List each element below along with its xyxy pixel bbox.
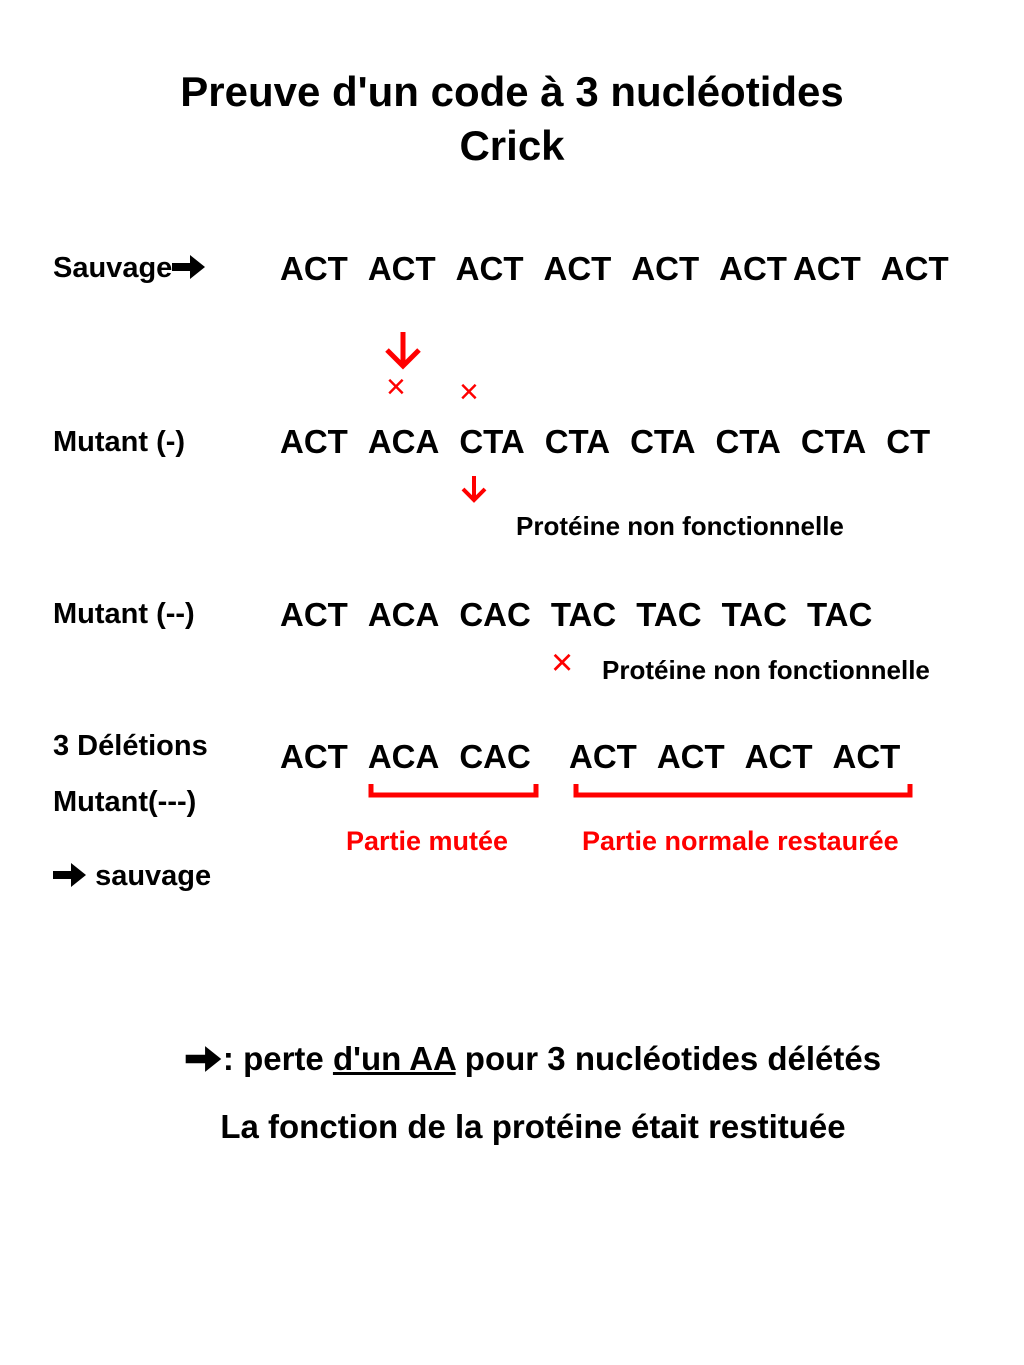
row-label-text: sauvage [95, 860, 212, 892]
codon: CAC [459, 596, 531, 633]
arrow-down-icon [461, 476, 487, 503]
page-title: Preuve d'un code à 3 nucléotides [180, 68, 844, 115]
codon: CTA [544, 423, 611, 460]
label-partie-restauree: Partie normale restaurée [582, 826, 899, 856]
sequence-mutant3-restored: ACT ACT ACT ACT [569, 738, 920, 776]
label-partie-mutee: Partie mutée [346, 826, 509, 856]
result-mutant2: Protéine non fonctionnelle [602, 655, 930, 685]
codon: ACT [880, 250, 949, 287]
bracket-restored [573, 784, 913, 798]
result-mutant1: Protéine non fonctionnelle [516, 511, 844, 541]
row-label-text: Sauvage [53, 252, 173, 284]
codon: ACT [280, 423, 348, 460]
conclusion-line2: La fonction de la protéine était restitu… [220, 1108, 846, 1145]
codon: CT [886, 423, 931, 460]
row-label-mutant2: Mutant (--) [53, 598, 195, 630]
deletion-mark: × [386, 368, 406, 406]
codon: TAC [636, 596, 702, 633]
sequence-mutant3-mutated: ACT ACA CAC [280, 738, 551, 776]
codon: ACT [280, 250, 348, 287]
arrow-right-icon [172, 255, 206, 279]
codon: CTA [630, 423, 696, 460]
codon: CTA [715, 423, 781, 460]
codon: CAC [459, 738, 531, 775]
codon: ACA [367, 596, 440, 633]
codon: ACA [367, 738, 440, 775]
page-subtitle: Crick [459, 122, 565, 169]
codon: ACA [367, 423, 440, 460]
sequence-mutant1: ACT ACA CTA CTA CTA CTA CTA CT [280, 423, 950, 461]
conclusion-prefix: : perte [222, 1040, 333, 1077]
arrow-down-icon [385, 332, 421, 370]
row-label-mutant3: Mutant(---) [53, 786, 197, 818]
codon: CTA [800, 423, 867, 460]
codon: ACT [832, 738, 901, 775]
row-label-mutant1: Mutant (-) [53, 426, 186, 458]
conclusion-underlined: d'un AA [332, 1040, 456, 1077]
row-label-result: sauvage [53, 860, 211, 893]
codon: CTA [459, 423, 525, 460]
codon: ACT [631, 250, 700, 287]
codon: ACT [280, 596, 348, 633]
codon: ACT [367, 250, 436, 287]
codon: TAC [806, 596, 873, 633]
sequence-mutant2: ACT ACA CAC TAC TAC TAC TAC [280, 596, 892, 634]
codon: ACT [656, 738, 725, 775]
codon: ACT [569, 738, 637, 775]
arrow-right-icon [185, 1046, 222, 1072]
codon: ACT [744, 738, 813, 775]
codon: ACT [543, 250, 612, 287]
conclusion-line1: : perte d'un AA pour 3 nucléotides délét… [0, 1040, 1024, 1078]
conclusion-suffix: pour 3 nucléotides délétés [455, 1040, 882, 1077]
codon: TAC [721, 596, 787, 633]
bracket-mutated [368, 784, 539, 798]
codon: TAC [550, 596, 617, 633]
codon: ACT [792, 250, 861, 287]
deletion-mark: × [459, 373, 479, 411]
codon: ACT [455, 250, 524, 287]
deletion-mark: × [551, 642, 574, 684]
codon: ACT [719, 250, 787, 287]
codon: ACT [280, 738, 348, 775]
row-label-sauvage: Sauvage [53, 252, 206, 285]
arrow-right-icon [53, 863, 86, 887]
row-label-deletions: 3 Délétions [53, 730, 208, 762]
